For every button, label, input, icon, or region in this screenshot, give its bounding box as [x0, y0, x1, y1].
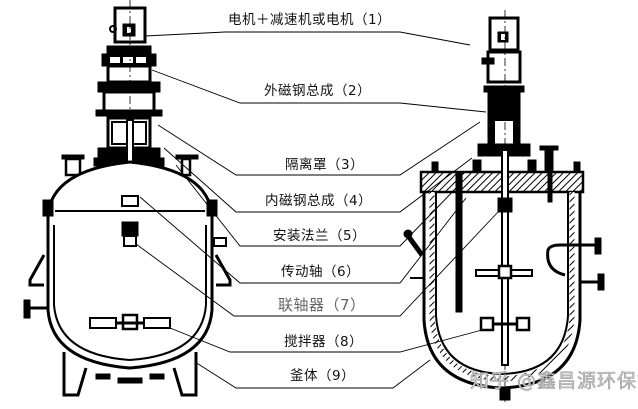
left-reactor [23, 0, 232, 397]
label-isolation-cover: 隔离罩（3） [285, 157, 365, 173]
left-agitator [89, 313, 171, 331]
callout-leaders [135, 31, 499, 389]
label-agitator: 搅拌器（8） [284, 334, 364, 350]
left-vessel-body [46, 160, 214, 370]
left-motor [93, 6, 165, 167]
label-vessel-body: 釜体（9） [290, 368, 356, 384]
label-drive-shaft: 传动轴（6） [281, 264, 361, 280]
watermark: 知乎 @鑫昌源环保钢 [470, 370, 638, 393]
label-outer-magnet-assembly: 外磁钢总成（2） [264, 83, 372, 99]
label-motor-reducer: 电机＋减速机或电机（1） [228, 12, 392, 28]
label-inner-magnet-assembly: 内磁钢总成（4） [265, 193, 373, 209]
right-reactor [403, 10, 605, 405]
label-coupling: 联轴器（7） [278, 296, 366, 314]
label-mounting-flange: 安装法兰（5） [273, 228, 367, 244]
